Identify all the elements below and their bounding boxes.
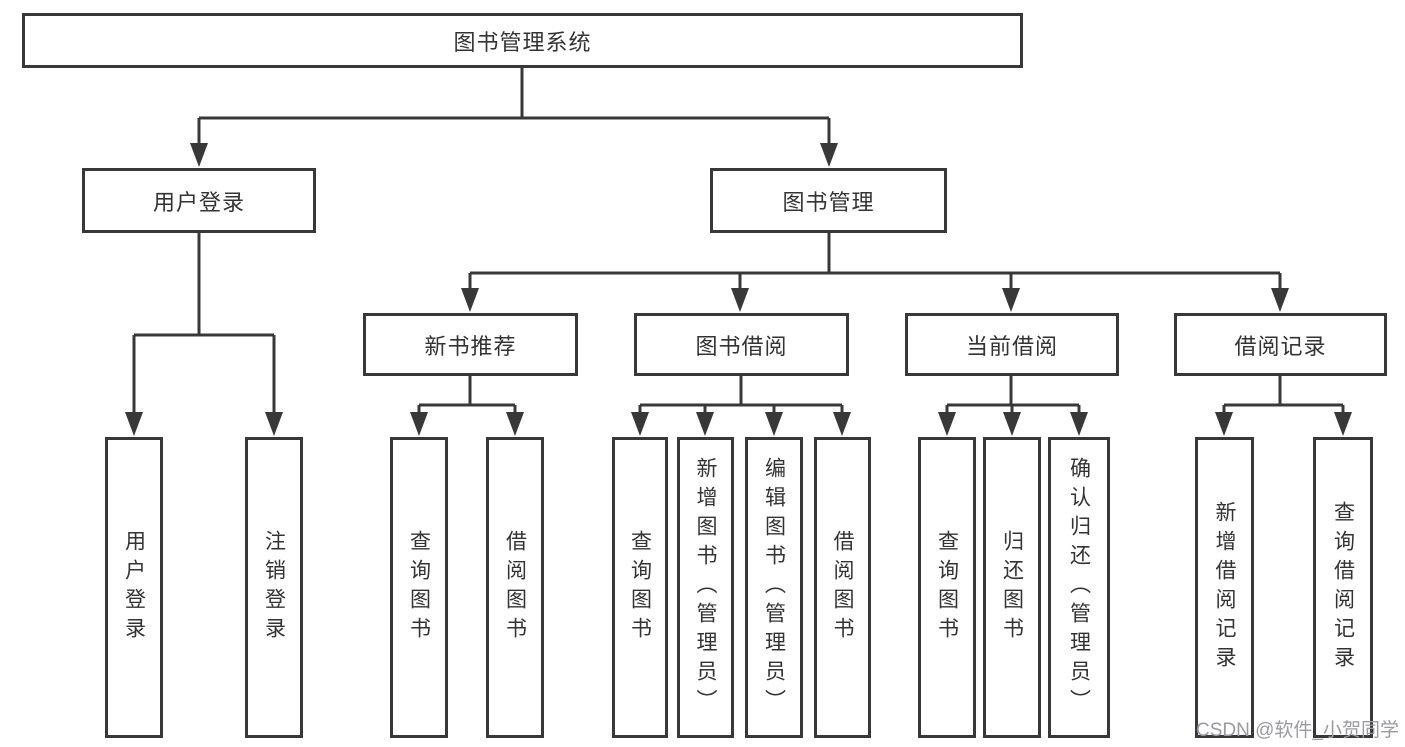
leaf-borrow-books-recommend: 借阅图书 bbox=[486, 437, 544, 738]
arrow-down-icons bbox=[125, 143, 1352, 436]
leaf-query-books-borrow: 查询图书 bbox=[612, 437, 668, 738]
leaf-borrow-books-borrow: 借阅图书 bbox=[814, 437, 871, 738]
node-borrow-records: 借阅记录 bbox=[1174, 313, 1387, 376]
leaf-query-borrow-record: 查询借阅记录 bbox=[1313, 437, 1373, 738]
leaf-query-books-current: 查询图书 bbox=[918, 437, 976, 738]
node-current-borrowing: 当前借阅 bbox=[905, 313, 1119, 376]
leaf-logout: 注销登录 bbox=[245, 437, 303, 738]
leaf-confirm-return-admin: 确认归还（管理员） bbox=[1048, 437, 1110, 738]
leaf-add-borrow-record: 新增借阅记录 bbox=[1195, 437, 1254, 738]
leaf-user-login: 用户登录 bbox=[105, 437, 163, 738]
connector-paths bbox=[132, 67, 1345, 418]
node-book-borrowing: 图书借阅 bbox=[634, 313, 849, 376]
node-book-management: 图书管理 bbox=[710, 168, 947, 233]
leaf-add-book-admin: 新增图书（管理员） bbox=[677, 437, 734, 738]
node-root: 图书管理系统 bbox=[22, 13, 1023, 68]
watermark: CSDN @软件_小贺同学 bbox=[1196, 720, 1399, 741]
node-new-book-recommend: 新书推荐 bbox=[363, 313, 578, 376]
leaf-return-book: 归还图书 bbox=[983, 437, 1041, 738]
node-user-login: 用户登录 bbox=[82, 168, 316, 233]
leaf-query-books-recommend: 查询图书 bbox=[390, 437, 448, 738]
leaf-edit-book-admin: 编辑图书（管理员） bbox=[745, 437, 803, 738]
